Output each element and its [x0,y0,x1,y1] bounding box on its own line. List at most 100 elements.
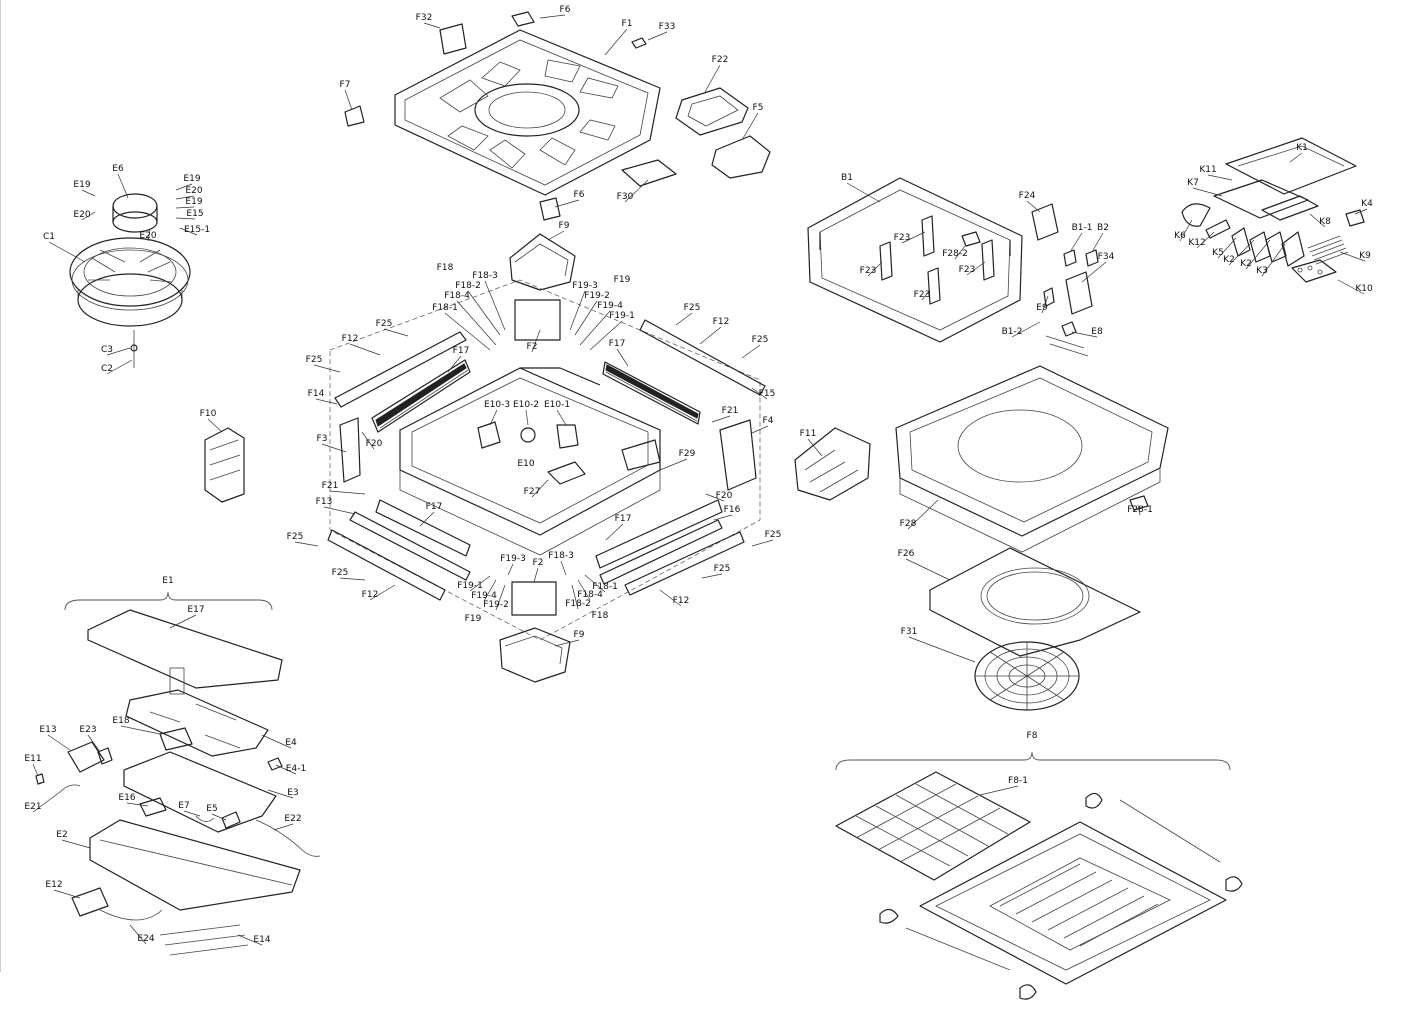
leader-line [867,261,883,277]
part-label: E20 [139,231,156,241]
part-label: F19-3 [572,281,598,291]
part-label: B1 [841,173,853,183]
leader-line [921,289,931,301]
harness-e14 [159,924,249,956]
box-e3 [123,751,277,833]
part-label: F17 [609,339,626,349]
leader-line [525,409,529,426]
part-label: E13 [39,725,56,735]
part-label: K2 [1223,255,1235,265]
part-label: E7 [178,801,189,811]
cover-e17 [87,609,283,689]
part-label: K5 [1212,248,1224,258]
part-label: F11 [800,429,817,439]
part-label: F18 [592,611,609,621]
side-panel-f3 [339,417,361,483]
leader-line [456,300,497,346]
part-label: F12 [342,334,359,344]
part-label: F19-2 [483,600,509,610]
insulation-f34 [1065,271,1093,315]
leader-line [175,206,195,209]
leader-line [349,343,381,356]
part-label: K1 [1296,143,1308,153]
bracket-f32 [439,23,467,55]
leader-line [556,409,567,426]
part-label: B2 [1097,223,1109,233]
part-label: F25 [684,303,701,313]
part-label: F21 [322,481,339,491]
leader-line [169,614,197,629]
louver-f17-right [602,361,701,425]
part-e5 [221,811,241,829]
leader-line [531,329,541,353]
corner-f2-top [514,299,561,341]
leader-line [444,312,491,351]
leader-line [705,493,725,502]
part-label: C1 [43,232,55,242]
leader-line [675,312,693,326]
clip-f6-top [511,11,535,27]
leader-line [32,791,61,813]
part-label: E16 [118,793,135,803]
part-label: F18-4 [577,590,603,600]
leader-line [275,764,297,775]
part-label: K8 [1319,217,1331,227]
part-label: E8 [1091,327,1103,337]
leader-line [315,398,338,405]
part-label: F19-3 [500,554,526,564]
part-label: F24 [1019,191,1036,201]
leader-line [129,924,147,945]
part-label: F23 [914,290,931,300]
part-label: E24 [137,934,154,944]
part-label: F28-1 [1127,505,1153,515]
leader-line [32,763,39,777]
cover-f5 [711,135,771,179]
part-label: F25 [752,335,769,345]
frame-f22 [675,87,749,136]
turbo-fan-c1 [69,237,191,327]
louver-f17-left [371,359,471,433]
leader-line [237,934,263,946]
leader-line [313,364,341,373]
leader-line [616,348,629,367]
leader-line [329,490,366,495]
part-label: E2 [56,830,67,840]
leader-line [1137,504,1141,516]
part-label: F28 [900,519,917,529]
bracket-f23-c [981,239,995,281]
leader-line [531,479,549,498]
corner-panel-f9-bottom [499,627,571,683]
part-label: E9 [1036,303,1048,313]
leader-line [1217,237,1237,259]
leader-line [483,579,497,602]
leader-line [908,636,976,663]
leader-line [207,418,223,433]
filter-f8-1 [835,771,1031,881]
part-label: F18-1 [592,582,618,592]
part-e16 [139,797,167,817]
part-label: F18 [437,263,454,273]
part-label: F8-1 [1008,776,1028,786]
part-label: F6 [574,190,585,200]
page-edge-rule [0,0,1,972]
leader-line [701,573,723,579]
leader-line [554,199,580,208]
part-label: F9 [574,630,585,640]
leader-line [61,839,91,849]
leader-line [751,387,768,400]
part-label: F9 [559,221,570,231]
part-label: F22 [712,55,729,65]
leader-line [713,514,733,521]
part-label: K10 [1355,284,1373,294]
panel-frame-f28 [895,365,1169,553]
part-label: E5 [206,804,217,814]
washer-c3 [130,344,138,352]
intake-grille [919,821,1227,985]
part-label: F28-2 [942,249,968,259]
part-label: F12 [362,590,379,600]
part-label: F10 [200,409,217,419]
part-label: F23 [894,233,911,243]
grille-clip-2 [879,908,899,924]
part-label: F19-4 [597,301,623,311]
